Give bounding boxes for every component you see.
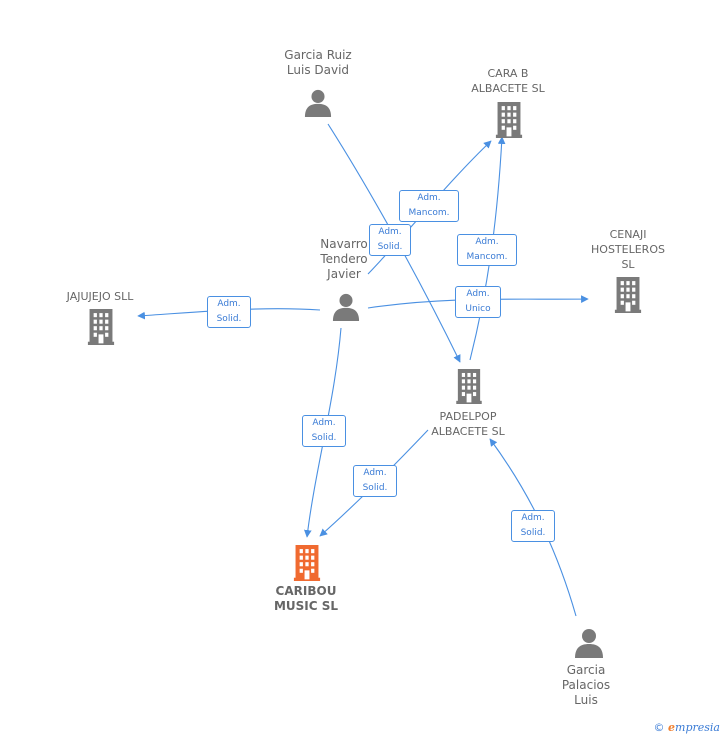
edge-label-navarro-cara-b[interactable]: Adm. Mancom. bbox=[399, 190, 459, 222]
node-label-jajujejo: JAJUJEJO SLL bbox=[66, 290, 134, 303]
person-icon[interactable] bbox=[304, 89, 332, 117]
building-icon[interactable] bbox=[87, 309, 115, 345]
node-label-garcia-ruiz: Garcia Ruiz Luis David bbox=[284, 48, 352, 77]
edge-label-padelpop-caribou[interactable]: Adm. Solid. bbox=[353, 465, 397, 497]
brand-logo: empresia bbox=[668, 721, 720, 734]
building-icon[interactable] bbox=[456, 369, 482, 404]
node-label-cara-b: CARA B ALBACETE SL bbox=[471, 67, 545, 95]
node-label-cenaji: CENAJI HOSTELEROS SL bbox=[591, 228, 665, 271]
footer-brand[interactable]: © empresia bbox=[654, 721, 720, 734]
building-icon[interactable] bbox=[293, 545, 321, 581]
edge-label-garcia-ruiz-padelpop[interactable]: Adm. Solid. bbox=[369, 224, 411, 256]
edge-label-padelpop-cara-b[interactable]: Adm. Mancom. bbox=[457, 234, 517, 266]
building-icon[interactable] bbox=[614, 277, 642, 313]
edge-label-garcia-palacios-padelpop[interactable]: Adm. Solid. bbox=[511, 510, 555, 542]
edge-label-navarro-cenaji[interactable]: Adm. Unico bbox=[455, 286, 501, 318]
person-icon[interactable] bbox=[575, 629, 603, 658]
node-label-navarro: Navarro Tendero Javier bbox=[320, 237, 368, 281]
edge-label-navarro-jajujejo[interactable]: Adm. Solid. bbox=[207, 296, 251, 328]
node-label-caribou: CARIBOU MUSIC SL bbox=[273, 584, 339, 613]
node-label-padelpop: PADELPOP ALBACETE SL bbox=[431, 410, 505, 438]
copyright-icon: © bbox=[653, 721, 665, 734]
node-label-garcia-palacios: Garcia Palacios Luis bbox=[561, 663, 611, 707]
edge-label-navarro-caribou[interactable]: Adm. Solid. bbox=[302, 415, 346, 447]
building-icon[interactable] bbox=[495, 102, 523, 138]
person-icon[interactable] bbox=[332, 293, 360, 321]
